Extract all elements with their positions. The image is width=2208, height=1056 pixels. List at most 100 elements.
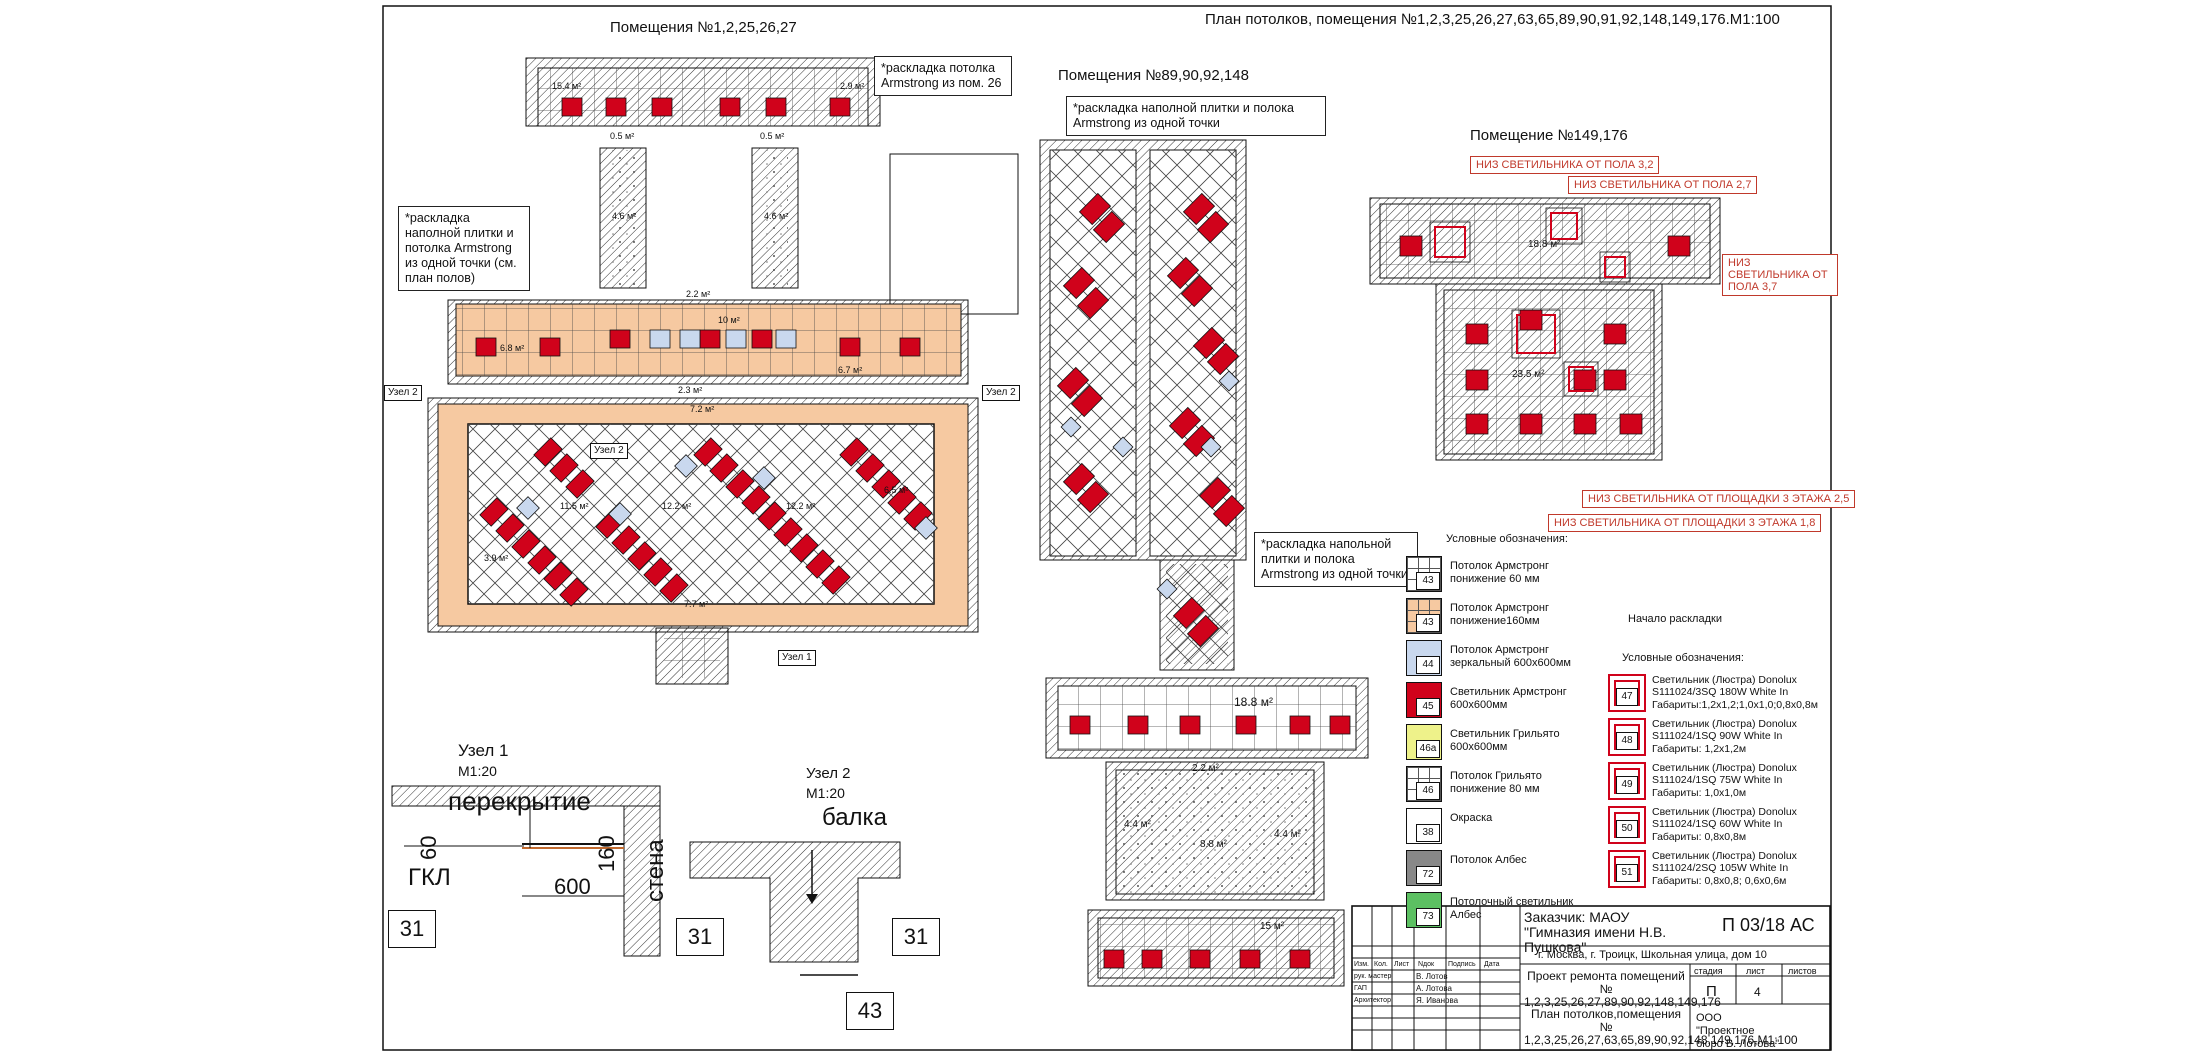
legend1-tag: 44 bbox=[1416, 656, 1440, 674]
light-fixture bbox=[1127, 715, 1149, 735]
area-label: 23.5 м² bbox=[1512, 369, 1545, 380]
legend2-text: Светильник (Люстра) Donolux S111024/1SQ … bbox=[1652, 762, 1797, 786]
mirror-panel bbox=[1060, 416, 1082, 438]
light-fixture bbox=[855, 453, 885, 483]
stamp-stage-header: стадия bbox=[1694, 966, 1723, 976]
light-fixture bbox=[609, 329, 631, 349]
light-fixture bbox=[1076, 286, 1110, 320]
light-fixture bbox=[1235, 715, 1257, 735]
light-fixture bbox=[1573, 413, 1597, 435]
legend2-tag: 50 bbox=[1616, 820, 1638, 838]
legend1-tag: 46а bbox=[1416, 740, 1440, 758]
light-fixture bbox=[1168, 406, 1202, 440]
legend2-dim: Габариты: 0,8х0,8; 0,6х0,6м bbox=[1652, 875, 1787, 887]
stamp-h-list: Лист bbox=[1394, 961, 1410, 968]
area-label: 0.5 м² bbox=[760, 131, 785, 141]
mirror-panel bbox=[775, 329, 797, 349]
light-fixture bbox=[533, 437, 563, 467]
height-note-2: НИЗ СВЕТИЛЬНИКА ОТ ПОЛА 2,7 bbox=[1568, 176, 1758, 194]
area-label: 12.2 м² bbox=[662, 501, 692, 511]
light-fixture bbox=[1206, 342, 1240, 376]
light-fixture bbox=[719, 97, 741, 117]
legend2-dim: Габариты: 1,2х1,2м bbox=[1652, 743, 1747, 755]
light-fixture bbox=[839, 337, 861, 357]
light-fixture bbox=[709, 453, 739, 483]
light-fixture bbox=[543, 561, 573, 591]
light-fixture bbox=[1070, 384, 1104, 418]
note-tile-layout-3: *раскладка напольной плитки и полока Arm… bbox=[1254, 532, 1418, 587]
stamp-address: г. Москва, г. Троицк, Школьная улица, до… bbox=[1538, 949, 1767, 961]
mirror-panel bbox=[752, 466, 776, 490]
light-fixture bbox=[887, 485, 917, 515]
stamp-role: ГАП bbox=[1354, 985, 1367, 992]
light-fixture bbox=[871, 469, 901, 499]
area-label: 2.2 м² bbox=[686, 289, 711, 299]
chandelier bbox=[1604, 256, 1626, 278]
node2-title: Узел 2 bbox=[806, 765, 851, 782]
light-fixture bbox=[1062, 266, 1096, 300]
light-fixture bbox=[1092, 210, 1126, 244]
light-fixture bbox=[1239, 949, 1261, 969]
legend1-text: Потолок Грильято понижение 80 мм bbox=[1450, 770, 1542, 795]
legend2-title: Условные обозначения: bbox=[1622, 652, 1744, 664]
light-fixture bbox=[821, 565, 851, 595]
light-fixture bbox=[527, 545, 557, 575]
legend1-tag: 38 bbox=[1416, 824, 1440, 842]
area-label: 4.6 м² bbox=[612, 211, 637, 221]
area-label: 6.7 м² bbox=[838, 365, 863, 375]
area-label: 2.9 м² bbox=[840, 81, 865, 91]
chandelier bbox=[1568, 366, 1594, 392]
chandelier bbox=[1563, 361, 1599, 397]
node1-dim-160: 160 bbox=[594, 835, 619, 872]
area-label: 2.3 м² bbox=[678, 385, 703, 395]
stamp-role: рук. мастер bbox=[1354, 973, 1392, 980]
node2-tag-left: 31 bbox=[676, 918, 724, 956]
stamp-list: 4 bbox=[1754, 985, 1761, 999]
block-title-3: Помещение №149,176 bbox=[1470, 127, 1628, 144]
area-label: 6.5 м² bbox=[884, 485, 909, 495]
node1-scale: М1:20 bbox=[458, 763, 497, 779]
mirror-panel bbox=[516, 496, 540, 520]
mirror-panel bbox=[1112, 436, 1134, 458]
light-fixture bbox=[805, 549, 835, 579]
stamp-role: Архитектор bbox=[1354, 997, 1391, 1004]
stamp-name: В. Лотов bbox=[1416, 972, 1448, 981]
mirror-panel bbox=[649, 329, 671, 349]
area-label: 4.4 м² bbox=[1274, 829, 1301, 840]
legend2-tag: 49 bbox=[1616, 776, 1638, 794]
legend1-tag: 43 bbox=[1416, 614, 1440, 632]
light-fixture bbox=[773, 517, 803, 547]
legend1-tag: 73 bbox=[1416, 908, 1440, 926]
light-fixture bbox=[1166, 256, 1200, 290]
area-label: 15.4 м² bbox=[552, 81, 582, 91]
light-fixture bbox=[1399, 235, 1423, 257]
light-fixture bbox=[651, 97, 673, 117]
legend2-text: Светильник (Люстра) Donolux S111024/2SQ … bbox=[1652, 850, 1797, 874]
light-fixture bbox=[1289, 715, 1311, 735]
area-label: 3.9 м² bbox=[484, 553, 509, 563]
legend1-tag: 43 bbox=[1416, 572, 1440, 590]
light-fixture bbox=[1603, 369, 1627, 391]
height-note-5: НИЗ СВЕТИЛЬНИКА ОТ ПЛОЩАДКИ 3 ЭТАЖА 1,8 bbox=[1548, 514, 1822, 532]
light-fixture bbox=[659, 573, 689, 603]
sheet-title: План потолков, помещения №1,2,3,25,26,27… bbox=[1205, 11, 1780, 28]
mirror-panel bbox=[1218, 370, 1240, 392]
legend1-text: Светильник Грильято 600х600мм bbox=[1450, 728, 1560, 753]
light-fixture bbox=[725, 469, 755, 499]
area-label: 4.4 м² bbox=[1124, 819, 1151, 830]
mirror-panel bbox=[679, 329, 701, 349]
note-tile-layout-1: *раскладка наполной плитки и потолка Arm… bbox=[398, 206, 530, 291]
chandelier bbox=[1516, 314, 1556, 354]
area-label: 8.8 м² bbox=[1200, 839, 1227, 850]
node-ref-label: Узел 2 bbox=[384, 385, 422, 401]
light-fixture bbox=[693, 437, 723, 467]
area-label: 7.7 м² bbox=[684, 599, 709, 609]
legend2-dim: Габариты: 1,0х1,0м bbox=[1652, 787, 1747, 799]
light-fixture bbox=[765, 97, 787, 117]
chandelier bbox=[1434, 226, 1466, 258]
light-fixture bbox=[627, 541, 657, 571]
light-fixture bbox=[561, 97, 583, 117]
area-label: 7.2 м² bbox=[690, 404, 715, 414]
